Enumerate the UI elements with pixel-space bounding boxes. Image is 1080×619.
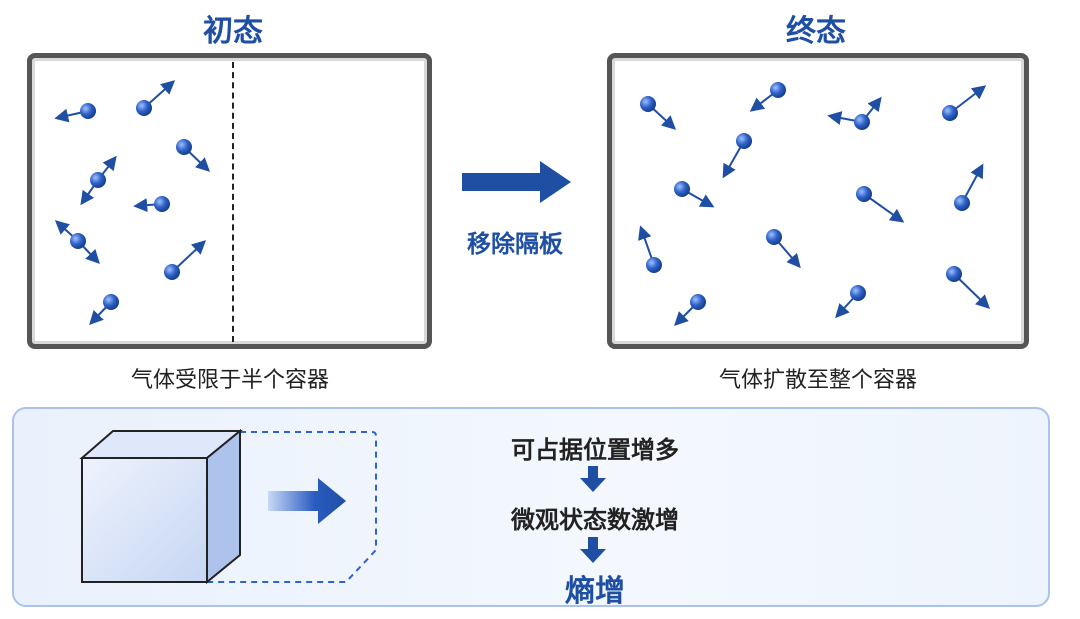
initial-molecules <box>54 80 211 326</box>
molecule-icon <box>946 266 991 309</box>
molecule-icon <box>176 139 211 172</box>
down-arrow-icon <box>580 466 606 492</box>
flow-step-positions: 可占据位置增多 <box>511 436 679 464</box>
initial-state-title: 初态 <box>203 14 263 49</box>
molecule-icon <box>133 196 170 213</box>
down-arrow-icon <box>580 537 606 563</box>
right-arrow-icon <box>462 161 571 203</box>
final-molecules <box>638 82 991 326</box>
molecule-icon <box>674 294 706 326</box>
expansion-arrow-icon <box>268 478 346 524</box>
molecule-icon <box>164 240 207 280</box>
flow-step-microstates: 微观状态数激增 <box>511 506 679 534</box>
cube-icon <box>79 428 243 585</box>
molecule-icon <box>942 85 987 121</box>
expanded-volume-outline <box>207 431 377 583</box>
molecule-icon <box>954 163 984 211</box>
molecule-icon <box>80 155 117 206</box>
initial-caption: 气体受限于半个容器 <box>130 368 329 393</box>
molecule-icon <box>827 96 882 130</box>
molecule-icon <box>749 82 786 112</box>
molecule-icon <box>766 229 801 269</box>
molecule-icon <box>640 96 677 130</box>
molecule-icon <box>54 220 100 265</box>
molecule-icon <box>856 186 905 223</box>
molecule-icon <box>835 285 866 319</box>
final-caption: 气体扩散至整个容器 <box>718 368 917 393</box>
initial-container <box>27 53 432 349</box>
molecule-icon <box>638 225 662 273</box>
molecule-icon <box>674 181 715 208</box>
partition-divider <box>232 62 234 342</box>
molecule-icon <box>54 103 96 123</box>
molecule-icon <box>89 294 119 326</box>
molecule-icon <box>136 80 176 116</box>
molecule-icon <box>722 133 752 179</box>
transition-label: 移除隔板 <box>467 230 563 258</box>
flow-result-entropy: 熵增 <box>565 574 625 609</box>
final-state-title: 终态 <box>786 14 846 49</box>
